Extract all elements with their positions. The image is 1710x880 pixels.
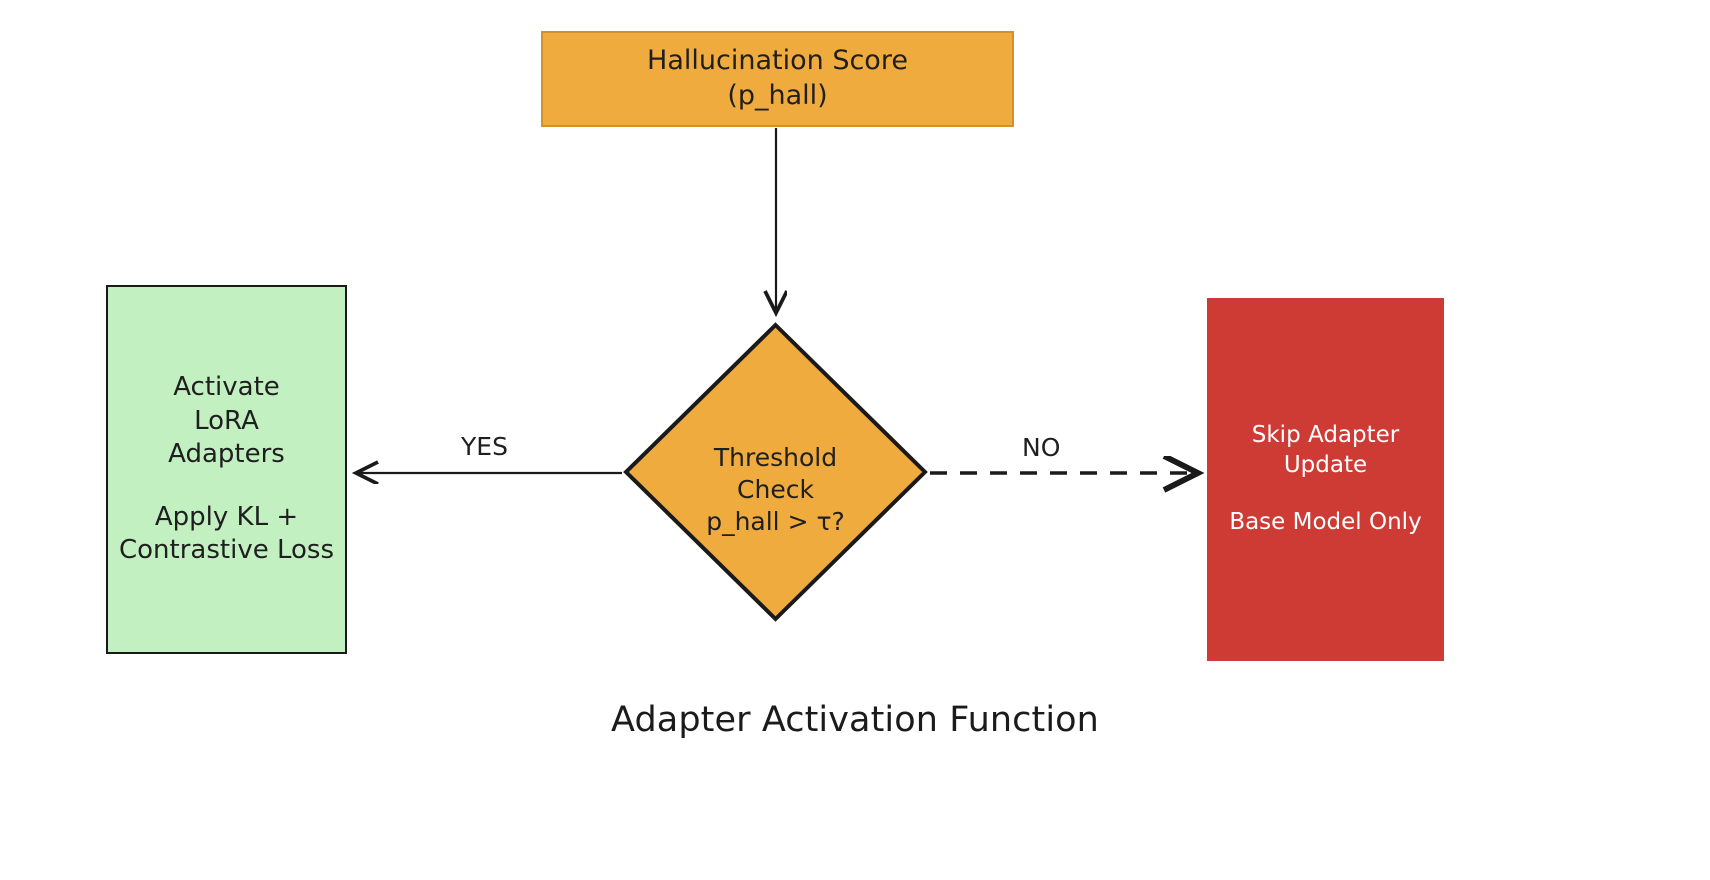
node-threshold-check-line1: Threshold (713, 443, 838, 472)
node-activate-lora-line1: Activate (173, 372, 280, 403)
node-threshold-check-label: Threshold Check p_hall > τ? (706, 442, 845, 538)
node-hallucination-score[interactable]: Hallucination Score (p_hall) (541, 31, 1014, 127)
node-activate-lora-line5: Contrastive Loss (119, 535, 334, 566)
node-skip-adapter-update[interactable]: Skip Adapter Update Base Model Only (1207, 298, 1444, 661)
node-threshold-check[interactable]: Threshold Check p_hall > τ? (623, 322, 928, 622)
node-skip-adapter-line3: Base Model Only (1229, 509, 1422, 536)
node-hallucination-score-line2: (p_hall) (727, 80, 828, 111)
node-activate-lora-line4: Apply KL + (154, 502, 299, 533)
diagram-caption: Adapter Activation Function (611, 700, 1099, 740)
node-skip-adapter-line1: Skip Adapter (1251, 422, 1400, 449)
diamond-shape-icon (623, 322, 928, 622)
node-hallucination-score-line1: Hallucination Score (647, 45, 908, 77)
node-activate-lora-line3: Adapters (168, 438, 285, 469)
node-activate-lora-adapters[interactable]: Activate LoRA Adapters Apply KL + Contra… (106, 285, 347, 654)
node-activate-lora-line2: LoRA (194, 405, 259, 436)
edge-label-no: NO (1022, 433, 1061, 462)
node-skip-adapter-line2: Update (1283, 451, 1368, 478)
node-threshold-check-line3: p_hall > τ? (706, 507, 845, 536)
edge-label-yes: YES (461, 432, 508, 461)
node-threshold-check-line2: Check (737, 475, 814, 504)
